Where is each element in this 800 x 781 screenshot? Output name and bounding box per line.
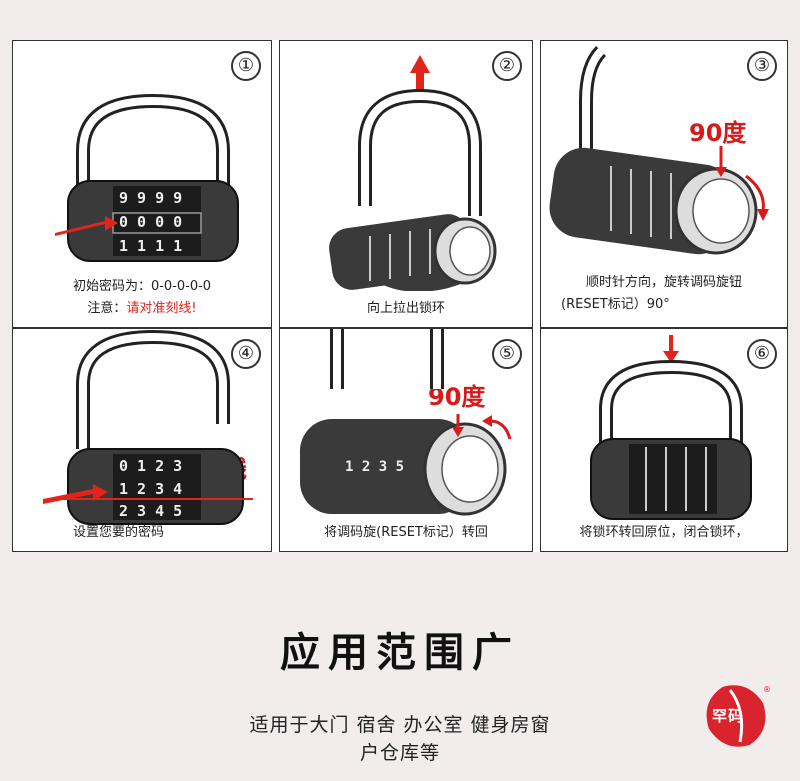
- caption-note: 注意：请对准刻线!: [87, 301, 197, 316]
- caption-pull-shackle: 向上拉出锁环: [366, 301, 445, 316]
- padlock-open-illustration: [329, 55, 497, 291]
- caption-turn-back: 将调码旋(RESET标记）转回: [324, 525, 488, 540]
- step-panel-6: ⑥ 将锁环转回原位，闭合锁环，: [540, 328, 788, 552]
- step-number: ③: [747, 51, 777, 81]
- dial-code-row: 1 2 3 5: [345, 459, 404, 475]
- padlock-reset-illustration: [549, 46, 769, 255]
- step-panel-4: ④ 刻线 0 1 2 3 1 2 3 4 2 3 4 5 设置您要的密码: [12, 328, 272, 552]
- step-number: ②: [492, 51, 522, 81]
- svg-text:2 3 4 5: 2 3 4 5: [119, 502, 182, 520]
- padlock-closed-illustration: [590, 335, 752, 520]
- caption-reset-mark: (RESET标记）90°: [561, 297, 670, 312]
- caption-rotate-reset: 顺时针方向，旋转调码旋钮: [585, 275, 742, 290]
- step-number: ⑥: [747, 339, 777, 369]
- rotate-counterclockwise-icon: [482, 415, 492, 427]
- caption-initial-code: 初始密码为：0-0-0-0-0: [72, 279, 212, 294]
- step-panel-5: ⑤ 90度 1 2 3 5 将调码旋(RESET标记）转回: [279, 328, 533, 552]
- dial-current-row: 0 0 0 0: [119, 213, 182, 231]
- top-band: [0, 0, 800, 22]
- section-title: 应用范围广: [280, 630, 520, 676]
- step-panel-3: ③ 90度 顺时针方向，旋转调码旋钮 (RESET标记）90°: [540, 40, 788, 328]
- svg-text:1 1 1 1: 1 1 1 1: [119, 237, 182, 255]
- arrow-down-icon: [663, 351, 679, 363]
- caption-close-shackle: 将锁环转回原位，闭合锁环，: [579, 525, 749, 540]
- step-panel-2: ② 向上拉出锁环: [279, 40, 533, 328]
- step-number: ④: [231, 339, 261, 369]
- section-description-line1: 适用于大门 宿舍 办公室 健身房窗: [249, 714, 551, 736]
- padlock-reset-back-illustration: 1 2 3 5: [300, 329, 512, 516]
- arrow-down-icon: [452, 427, 464, 437]
- padlock-set-code-illustration: 0 1 2 3 1 2 3 4 2 3 4 5: [43, 329, 253, 525]
- arrow-down-icon: [715, 167, 727, 177]
- dial-set-row: 1 2 3 4: [119, 480, 182, 498]
- padlock-illustration: 9 9 9 9 0 0 0 0 1 1 1 1: [55, 93, 239, 262]
- step-number: ⑤: [492, 339, 522, 369]
- caption-set-code: 设置您要的密码: [73, 525, 165, 540]
- svg-text:9 9 9 9: 9 9 9 9: [119, 189, 182, 207]
- instruction-grid: ① 9 9 9 9 0 0 0 0 1 1 1 1 初始密码为：0-0-0-0-…: [12, 40, 788, 552]
- registered-mark: ®: [763, 685, 771, 694]
- step-panel-1: ① 9 9 9 9 0 0 0 0 1 1 1 1 初始密码为：0-0-0-0-…: [12, 40, 272, 328]
- brand-logo-text: 罕码: [712, 707, 745, 725]
- arrow-up-icon: [410, 55, 430, 93]
- brand-logo: ®: [706, 685, 771, 747]
- application-section: [0, 560, 800, 781]
- step-number: ①: [231, 51, 261, 81]
- rotate-clockwise-icon: [757, 209, 769, 221]
- section-description-line2: 户仓库等: [359, 742, 440, 764]
- svg-text:0 1 2 3: 0 1 2 3: [119, 457, 182, 475]
- rotation-annotation: 90度: [689, 119, 747, 147]
